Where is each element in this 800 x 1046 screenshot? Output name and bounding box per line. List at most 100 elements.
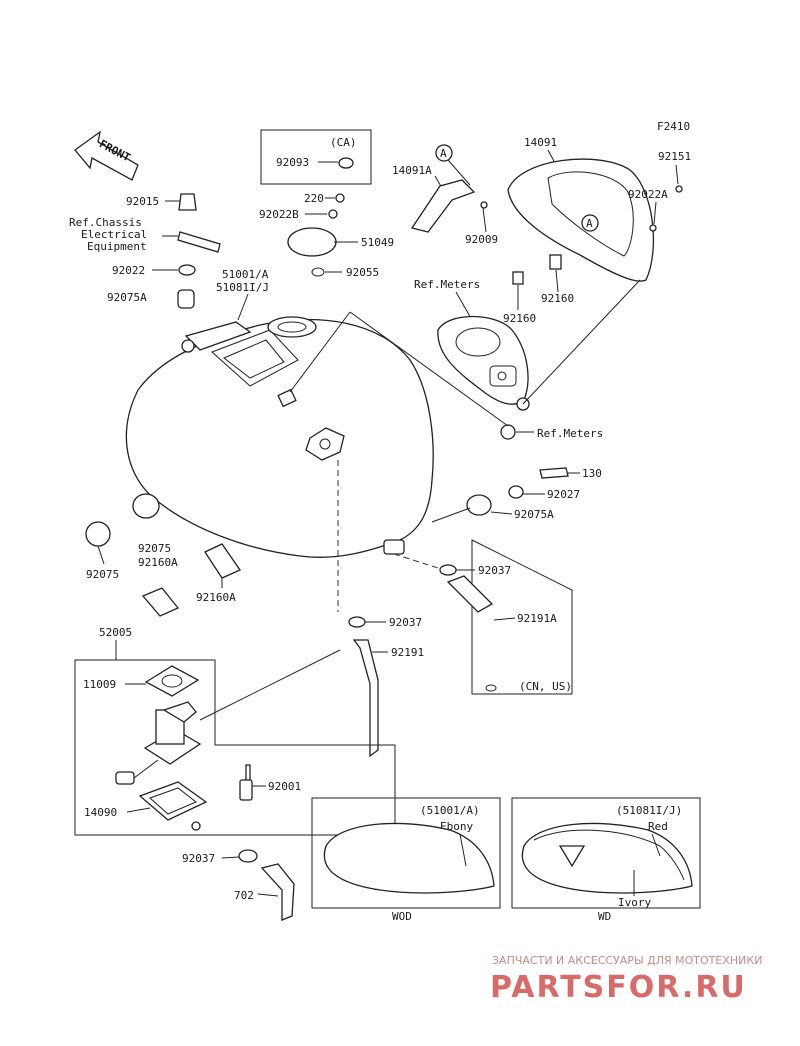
ref-chassis-line1: Ref.Chassis	[69, 216, 142, 229]
tank-bracket	[184, 321, 252, 351]
label-52005: 52005	[99, 626, 132, 639]
part-92022A	[649, 224, 657, 232]
part-92015-nut	[178, 193, 197, 211]
label-130: 130	[582, 467, 602, 480]
watermark-brand: PARTSFOR.RU	[490, 970, 747, 1005]
part-51049-cap	[287, 227, 337, 257]
part-92075A-top	[177, 289, 195, 309]
svg-text:A: A	[586, 217, 593, 230]
tank-b-outline	[521, 822, 693, 894]
label-14091A: 14091A	[392, 164, 432, 177]
chassis-ground-strap	[177, 231, 221, 253]
label-92022A: 92022A	[628, 188, 668, 201]
tank-variant-wd	[511, 797, 701, 909]
fuel-tank	[125, 318, 434, 558]
part-92160A-right	[204, 543, 241, 579]
label-92160-right: 92160	[541, 292, 574, 305]
callout-a-cover	[581, 214, 599, 232]
label-220: 220	[304, 192, 324, 205]
pump-connector	[115, 771, 135, 785]
filler-neck	[267, 316, 317, 338]
label-92075-mid: 92075	[138, 542, 171, 555]
label-92191A: 92191A	[517, 612, 557, 625]
label-92037-mid: 92037	[389, 616, 422, 629]
ref-meters-top: Ref.Meters	[414, 278, 480, 291]
ca-box	[260, 129, 372, 185]
part-14091A	[410, 179, 476, 233]
part-11009-gasket	[144, 665, 200, 697]
figure-code: F2410	[657, 120, 690, 133]
tank-a-outline	[323, 822, 495, 894]
part-92151	[675, 185, 683, 193]
cn-us-label: (CN, US)	[519, 680, 572, 693]
label-92037-bottom: 92037	[182, 852, 215, 865]
meter-grommet	[500, 424, 516, 440]
label-92160-left: 92160	[503, 312, 536, 325]
label-92022: 92022	[112, 264, 145, 277]
part-92075-upper	[132, 493, 160, 519]
label-702: 702	[234, 889, 254, 902]
part-92037-mid	[348, 616, 366, 628]
tank-clip	[277, 388, 297, 408]
label-92075A-top: 92075A	[107, 291, 147, 304]
hose-702	[260, 863, 295, 921]
part-92093	[338, 157, 354, 169]
tank-b-emblem-icon	[558, 845, 586, 868]
part-92160-right	[549, 254, 562, 270]
label-92022B: 92022B	[259, 208, 299, 221]
tank-variant-wod	[311, 797, 501, 909]
tank-b-caption: WD	[598, 910, 611, 923]
label-92093: 92093	[276, 156, 309, 169]
part-14090-bracket	[138, 781, 208, 821]
tank-b-code: (51081I/J)	[616, 804, 682, 817]
meter-assembly	[437, 315, 529, 405]
part-14091-meter-cover	[507, 158, 655, 282]
tank-a-caption: WOD	[392, 910, 412, 923]
cn-us-box	[471, 539, 573, 695]
label-92027: 92027	[547, 488, 580, 501]
part-92037-right	[439, 564, 457, 576]
callout-a-top	[435, 144, 453, 162]
front-arrow-icon: FRONT	[74, 130, 139, 181]
label-51001A: 51001/A	[222, 268, 269, 281]
label-92160A-1: 92160A	[138, 556, 178, 569]
label-92001: 92001	[268, 780, 301, 793]
part-92160-left	[512, 271, 524, 285]
svg-text:A: A	[440, 147, 447, 160]
label-92055: 92055	[346, 266, 379, 279]
label-51081IJ: 51081I/J	[216, 281, 269, 294]
hose-92191A	[446, 575, 494, 613]
label-14091: 14091	[524, 136, 557, 149]
label-92151: 92151	[658, 150, 691, 163]
part-92027	[508, 485, 524, 499]
ref-chassis-line3: Equipment	[87, 240, 147, 253]
tank-pump-flange	[305, 427, 345, 461]
part-130-bolt	[539, 467, 569, 479]
hose-92191	[352, 639, 379, 758]
part-92022B	[328, 209, 338, 219]
pump-box	[74, 659, 396, 836]
label-14090: 14090	[84, 806, 117, 819]
label-92075A-right: 92075A	[514, 508, 554, 521]
part-92037-bottom	[238, 849, 258, 863]
part-92055	[311, 267, 325, 277]
part-220	[335, 193, 345, 203]
ref-meters-bottom: Ref.Meters	[537, 427, 603, 440]
label-92191: 92191	[391, 646, 424, 659]
ref-chassis-line2: Electrical	[81, 228, 147, 241]
part-92160A-left	[141, 587, 180, 617]
label-92075-left: 92075	[86, 568, 119, 581]
ca-label: (CA)	[330, 136, 357, 149]
part-92022	[178, 264, 196, 276]
tank-a-code: (51001/A)	[420, 804, 480, 817]
label-92037-right: 92037	[478, 564, 511, 577]
watermark-tagline: ЗАПЧАСТИ И АКСЕССУАРЫ ДЛЯ МОТОТЕХНИКИ	[492, 954, 762, 967]
tank-outlet	[383, 539, 405, 555]
tank-b-color-top: Red	[648, 820, 668, 833]
part-92075-left	[85, 521, 111, 547]
label-92160A-2: 92160A	[196, 591, 236, 604]
part-92075A-right	[466, 494, 492, 516]
label-11009: 11009	[83, 678, 116, 691]
label-92015: 92015	[126, 195, 159, 208]
